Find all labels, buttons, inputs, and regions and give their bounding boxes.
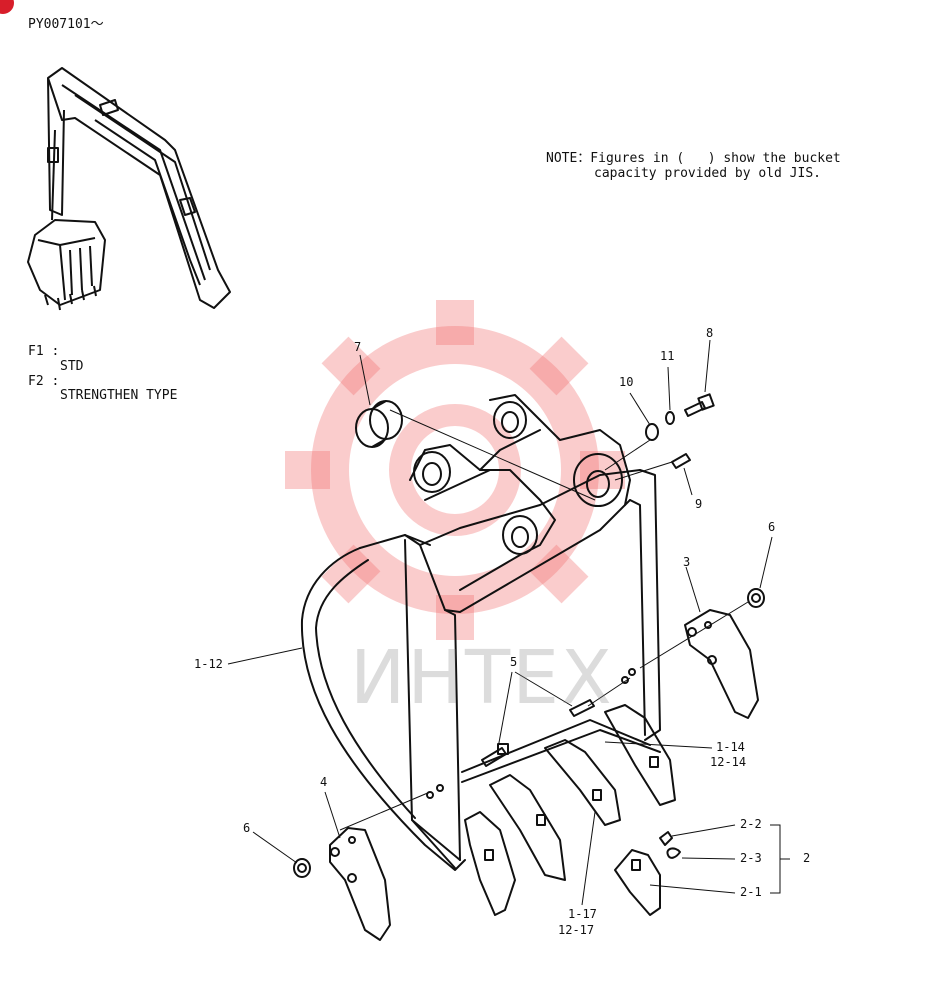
type-code-f1: F1 : — [28, 344, 60, 359]
callout-10: 10 — [619, 375, 634, 389]
callout-6-top: 6 — [768, 520, 776, 534]
callout-2-2: 2-2 — [740, 817, 762, 831]
nut-part-6-top — [747, 588, 765, 608]
side-cutter-part-3 — [684, 609, 759, 719]
callout-2-3: 2-3 — [740, 851, 762, 865]
callout-9: 9 — [695, 497, 703, 511]
type-name-f2: STRENGTHEN TYPE — [60, 388, 178, 403]
serial-number: PY007101～ — [28, 17, 104, 32]
callout-7: 7 — [354, 340, 362, 354]
callout-6-bottom: 6 — [243, 821, 251, 835]
ring-part-11 — [665, 411, 675, 425]
side-cutter-part-4 — [329, 827, 391, 941]
type-code-f2: F2 : — [28, 374, 60, 389]
excavator-arm-icon — [27, 67, 231, 311]
loose-parts — [293, 393, 765, 941]
leader-lines — [227, 339, 790, 906]
callout-4: 4 — [320, 775, 328, 789]
bolt-part-5-upper — [569, 699, 595, 717]
callout-3: 3 — [683, 555, 691, 569]
callout-12-14: 12-14 — [710, 755, 747, 769]
pin-part-9 — [671, 453, 691, 469]
nut-part-6-bottom — [293, 858, 311, 878]
type-name-f1: STD — [60, 359, 84, 374]
callout-11: 11 — [660, 349, 675, 363]
bolt-part-8 — [684, 393, 715, 417]
callout-8: 8 — [706, 326, 714, 340]
pin-part-2-2 — [659, 831, 673, 846]
watermark-gear-icon — [285, 300, 625, 640]
watermark-text: ИНТЕХ — [350, 635, 614, 721]
note-line-2: capacity provided by old JIS. — [594, 166, 821, 181]
callout-1-14: 1-14 — [716, 740, 745, 754]
bucket-assembly — [300, 394, 676, 916]
note-line-1: NOTE：Figures in ( ) show the bucket — [546, 151, 841, 166]
lock-part-2-3 — [666, 847, 681, 859]
callout-1-17: 1-17 — [568, 907, 597, 921]
bolt-part-5-lower — [481, 743, 509, 767]
callout-5: 5 — [510, 655, 518, 669]
washer-part-10 — [645, 423, 659, 441]
tooth-part-2-1 — [614, 849, 661, 916]
callout-1-12: 1-12 — [194, 657, 223, 671]
callout-2: 2 — [803, 851, 811, 865]
callout-12-17: 12-17 — [558, 923, 595, 937]
bushing-part-7 — [355, 400, 403, 448]
corner-badge-icon — [0, 0, 14, 14]
callout-2-1: 2-1 — [740, 885, 762, 899]
